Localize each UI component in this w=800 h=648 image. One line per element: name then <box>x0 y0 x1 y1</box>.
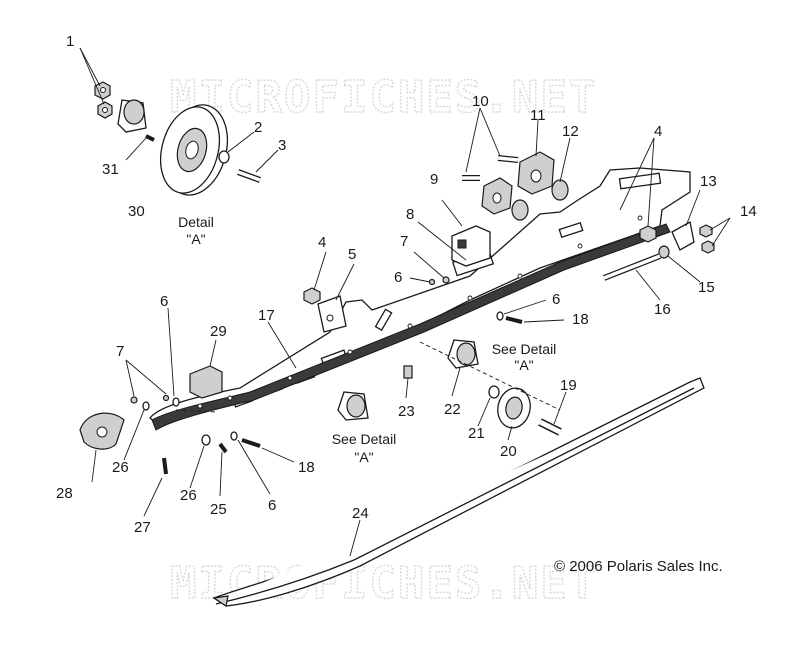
bracket-5 <box>317 295 347 333</box>
bushing-12b <box>511 199 529 221</box>
see-detail-lower-title: See Detail <box>332 431 397 447</box>
bracket-bushing <box>123 99 145 125</box>
callout-4-right: 4 <box>654 123 662 140</box>
callout-1: 1 <box>66 33 74 50</box>
callout-25: 25 <box>210 501 227 518</box>
callout-28: 28 <box>56 485 73 502</box>
copyright-text: © 2006 Polaris Sales Inc. <box>554 558 723 575</box>
wear-strip <box>151 223 671 431</box>
callout-17: 17 <box>258 307 275 324</box>
callouts: 1 2 3 4 4 5 6 6 6 6 7 7 8 9 10 11 12 13 … <box>56 33 757 536</box>
callout-11: 11 <box>530 107 546 124</box>
callout-30: 30 <box>128 203 145 220</box>
callout-20: 20 <box>500 443 517 460</box>
callout-12: 12 <box>562 123 579 140</box>
callout-27: 27 <box>134 519 151 536</box>
nut-14b <box>701 240 715 254</box>
rail-plate <box>149 167 691 427</box>
detail-a-group: Detail "A" <box>79 47 279 247</box>
nut-14a <box>699 224 713 238</box>
callout-3: 3 <box>278 137 286 154</box>
callout-31: 31 <box>102 161 119 178</box>
block-29 <box>189 365 223 399</box>
see-detail-upper-quote: "A" <box>514 357 533 373</box>
washer-2 <box>218 150 230 164</box>
washer-21 <box>488 385 500 399</box>
detail-a-quote: "A" <box>186 231 205 247</box>
callout-23: 23 <box>398 403 415 420</box>
callout-15: 15 <box>698 279 715 296</box>
callout-2: 2 <box>254 119 262 136</box>
callout-22: 22 <box>444 401 461 418</box>
spacer-15 <box>658 245 670 259</box>
callout-9: 9 <box>430 171 438 188</box>
callout-13: 13 <box>700 173 717 190</box>
callout-18-bottom: 18 <box>298 459 315 476</box>
callout-18-right: 18 <box>572 311 589 328</box>
callout-6-bottom: 6 <box>268 497 276 514</box>
callout-29: 29 <box>210 323 227 340</box>
bracket-13 <box>671 220 695 251</box>
callout-6-mid: 6 <box>394 269 402 286</box>
callout-26-left: 26 <box>112 459 129 476</box>
watermark-top: MICROFICHES.NET <box>170 72 597 123</box>
callout-10: 10 <box>472 93 489 110</box>
nut-4-right <box>639 225 657 243</box>
callout-21: 21 <box>468 425 485 442</box>
callout-7-mid: 7 <box>400 233 408 250</box>
callout-26-mid: 26 <box>180 487 197 504</box>
callout-16: 16 <box>654 301 671 318</box>
slide-24 <box>212 377 705 607</box>
callout-24: 24 <box>352 505 369 522</box>
rail-assembly <box>79 151 715 475</box>
detail-a-title: Detail <box>178 214 214 230</box>
callout-4-left: 4 <box>318 234 326 251</box>
callout-6-left: 6 <box>160 293 168 310</box>
callout-6-right: 6 <box>552 291 560 308</box>
nut-4-left <box>303 287 321 305</box>
callout-8: 8 <box>406 206 414 223</box>
leader-lines <box>91 107 731 557</box>
see-detail-upper-title: See Detail <box>492 341 557 357</box>
callout-5: 5 <box>348 246 356 263</box>
callout-14: 14 <box>740 203 757 220</box>
callout-7-left: 7 <box>116 343 124 360</box>
see-detail-lower-quote: "A" <box>354 449 373 465</box>
callout-19: 19 <box>560 377 577 394</box>
bushing-12a <box>551 179 569 201</box>
